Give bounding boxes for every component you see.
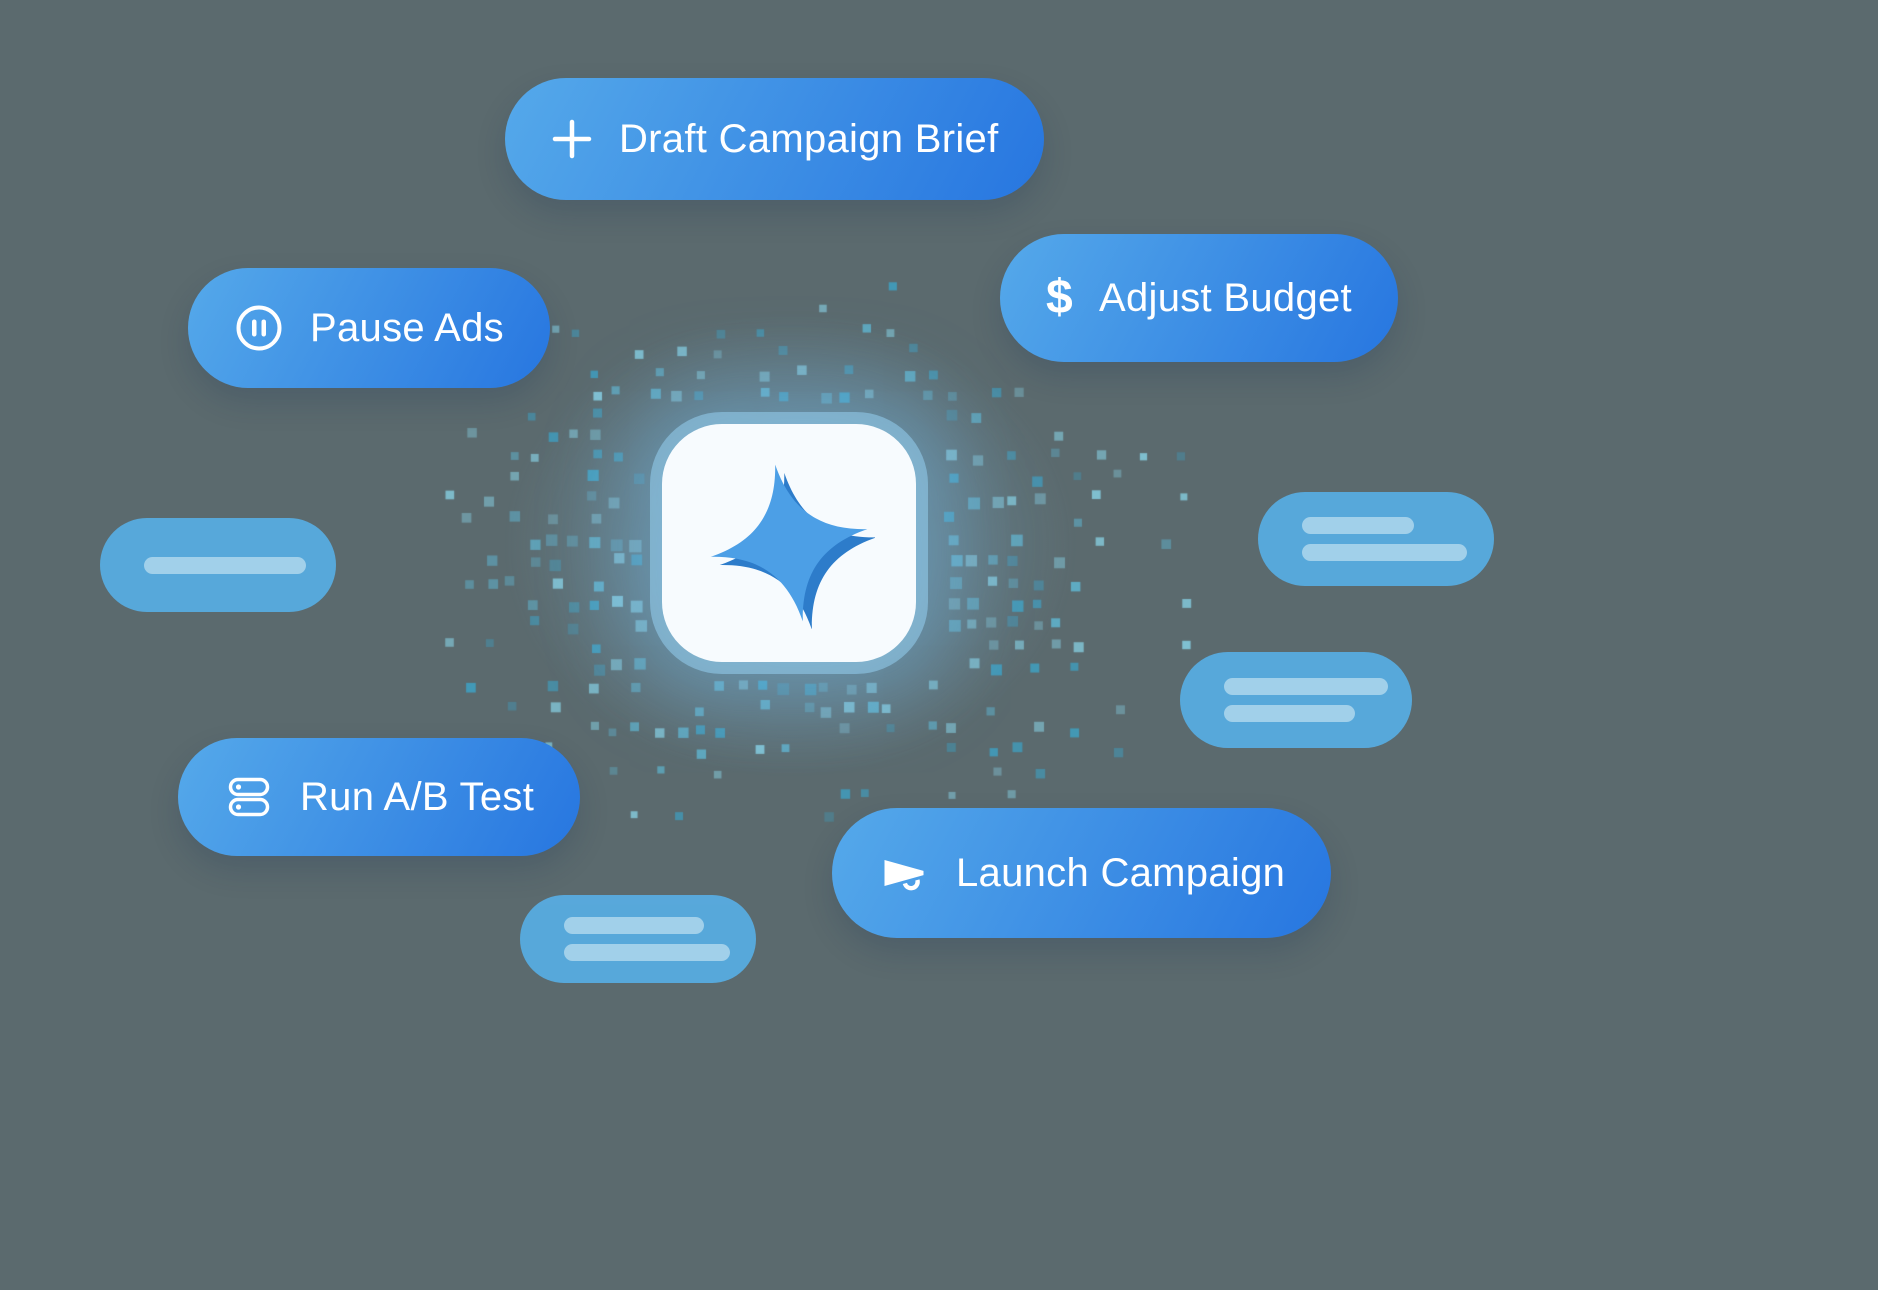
skeleton-line — [1302, 517, 1414, 534]
button-label: Pause Ads — [310, 305, 504, 350]
skeleton-line — [564, 944, 730, 961]
pause-circle-icon — [234, 303, 284, 353]
button-label: Adjust Budget — [1099, 275, 1352, 320]
skeleton-pill-left — [100, 518, 336, 612]
ab-test-rows-icon — [224, 772, 274, 822]
megaphone-icon — [878, 847, 930, 899]
skeleton-line — [1302, 544, 1467, 561]
run-ab-test-button[interactable]: Run A/B Test — [178, 738, 581, 856]
skeleton-pill-right-lower — [1180, 652, 1412, 748]
adjust-budget-button[interactable]: $ Adjust Budget — [1000, 234, 1398, 362]
skeleton-line — [1224, 678, 1388, 695]
button-label: Run A/B Test — [300, 774, 535, 819]
button-label: Launch Campaign — [956, 850, 1286, 895]
button-label: Draft Campaign Brief — [619, 116, 999, 161]
skeleton-pill-bottom — [520, 895, 756, 983]
launch-campaign-button[interactable]: Launch Campaign — [832, 808, 1332, 938]
skeleton-line — [144, 556, 306, 574]
ai-sparkle-icon — [710, 464, 875, 629]
pause-ads-button[interactable]: Pause Ads — [188, 268, 550, 388]
dollar-icon: $ — [1046, 271, 1073, 324]
draft-campaign-brief-button[interactable]: Draft Campaign Brief — [505, 78, 1045, 200]
ai-logo-tile — [662, 424, 916, 662]
skeleton-pill-right-upper — [1258, 492, 1494, 586]
plus-icon — [551, 118, 593, 160]
skeleton-line — [1224, 705, 1355, 722]
skeleton-line — [564, 917, 704, 934]
